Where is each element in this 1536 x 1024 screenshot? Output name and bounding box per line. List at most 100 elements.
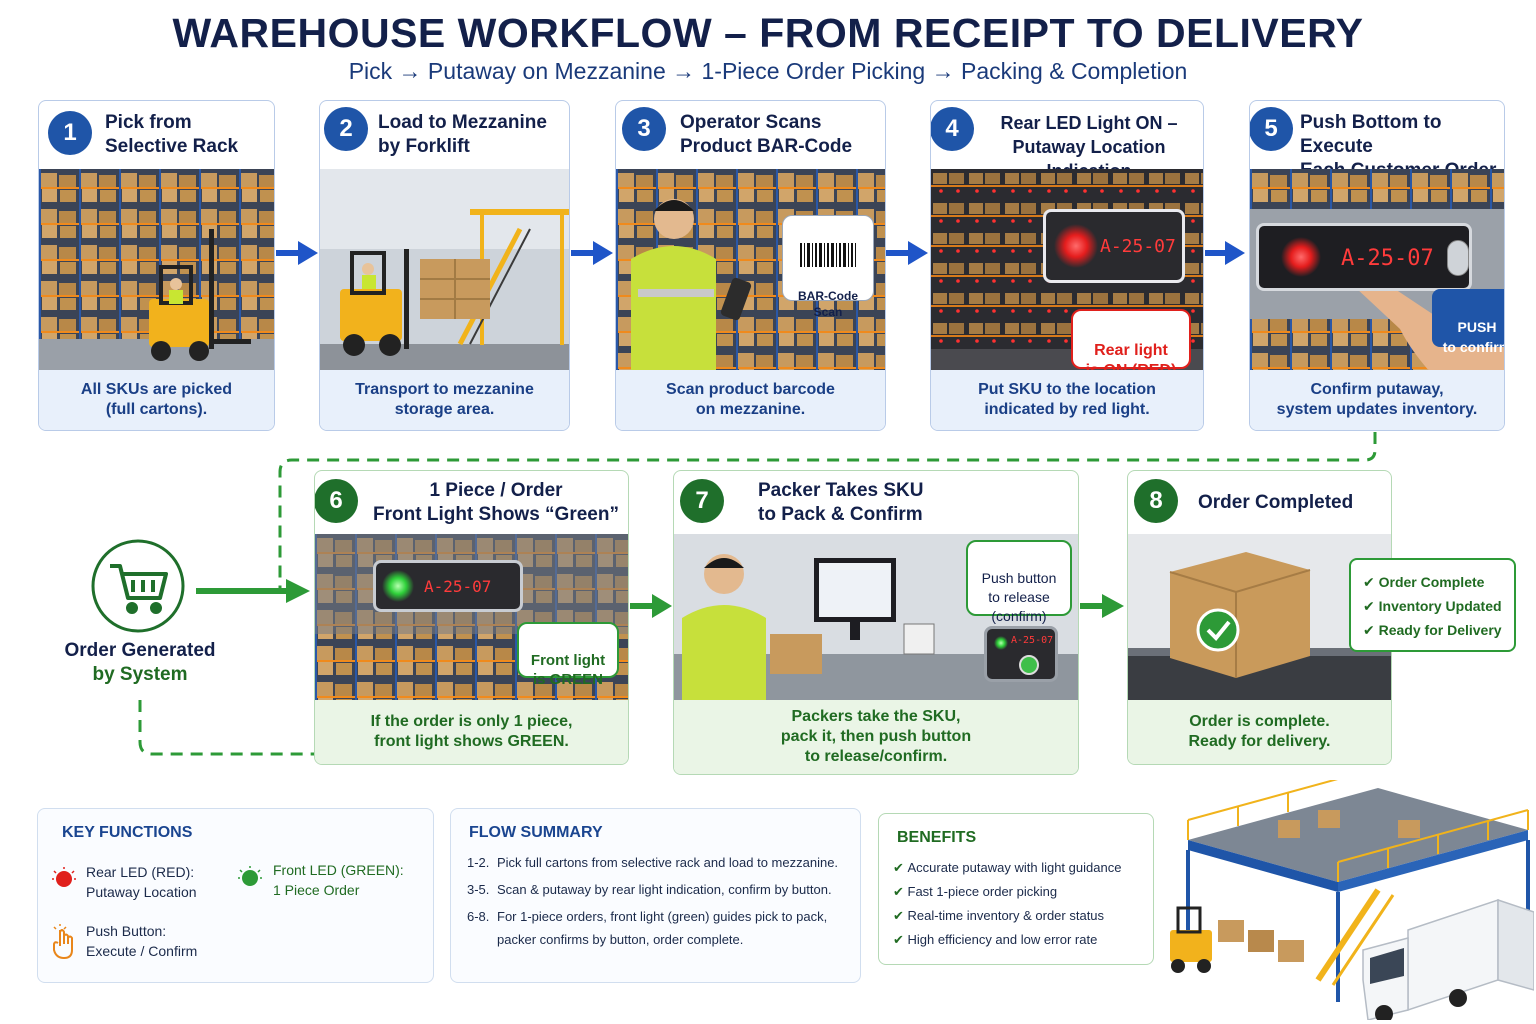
step-badge: 2 [324, 107, 368, 151]
step-6-photo: A-25-07 Front light is GREEN [315, 534, 628, 702]
step-7-photo: Push button to release (confirm) A-25-07 [674, 534, 1078, 702]
step-badge: 6 [315, 479, 358, 523]
checklist-item: ✔ Order Complete [1363, 574, 1485, 590]
step-title: Order Completed [1198, 492, 1354, 513]
step-badge: 4 [931, 107, 974, 151]
order-generated-line2: by System [92, 664, 188, 685]
check-icon: ✔ [893, 860, 908, 875]
operator-icon [631, 199, 752, 372]
front-led-display: A-25-07 [373, 560, 523, 612]
packer-icon [682, 554, 822, 702]
order-generated-node: Order Generated by System [50, 534, 230, 694]
page-subtitle: Pick → Putaway on Mezzanine → 1-Piece Or… [348, 58, 1188, 84]
push-button-icon[interactable] [1019, 655, 1039, 675]
check-icon: ✔ [1363, 622, 1379, 638]
completion-checklist: ✔ Order Complete ✔ Inventory Updated ✔ R… [1349, 558, 1516, 652]
step-1-photo [39, 169, 274, 372]
arrow-2-3 [571, 241, 613, 265]
check-icon: ✔ [893, 884, 908, 899]
arrow-4-5 [1205, 241, 1245, 265]
summary-row: 6-8.For 1-piece orders, front light (gre… [467, 909, 828, 924]
delivery-truck-icon [1362, 898, 1534, 1020]
step-8-photo [1128, 534, 1391, 702]
step-desc: Transport to mezzanine storage area. [355, 381, 534, 418]
forklift-icon [1170, 906, 1212, 973]
push-button-function: Push Button: Execute / Confirm [86, 923, 198, 959]
order-generated-line1: Order Generated [64, 640, 216, 661]
mezzanine-platform [1187, 780, 1529, 892]
rear-light-callout: Rear light is ON (RED) [1071, 309, 1191, 372]
step-card-5: 5 Push Bottom to Execute Each Customer O… [1249, 100, 1505, 431]
arrow-6-7 [630, 594, 672, 618]
summary-row: packer confirms by button, order complet… [497, 932, 744, 947]
rear-led-display: A-25-07 [1256, 223, 1472, 291]
led-location-code: A-25-07 [1341, 246, 1434, 271]
step-desc: If the order is only 1 piece, front ligh… [370, 713, 573, 750]
checklist-item: ✔ Ready for Delivery [1363, 622, 1502, 638]
step-desc: Put SKU to the location indicated by red… [978, 381, 1156, 418]
front-light-callout: Front light is GREEN [517, 622, 619, 688]
step-desc: Order is complete. Ready for delivery. [1188, 713, 1331, 750]
warehouse-illustration [1170, 780, 1534, 1020]
flow-summary-panel: FLOW SUMMARY 1-2.Pick full cartons from … [450, 808, 861, 983]
summary-row: 3-5.Scan & putaway by rear light indicat… [467, 882, 832, 897]
dashed-connector-order-6 [138, 700, 314, 756]
red-led-icon [1281, 237, 1321, 277]
step-4-photo: A-25-07 Rear light is ON (RED) [931, 169, 1203, 372]
step-desc: Scan product barcode on mezzanine. [666, 381, 835, 418]
check-icon: ✔ [893, 932, 908, 947]
arrow-3-4 [886, 241, 928, 265]
step-title: Operator Scans Product BAR-Code [680, 112, 853, 157]
step-title: 1 Piece / Order Front Light Shows “Green… [373, 480, 619, 525]
step-badge: 8 [1134, 479, 1178, 523]
key-functions-panel: KEY FUNCTIONS Rear LED (RED): Putaway Lo… [37, 808, 434, 983]
benefits-panel: BENEFITS ✔ Accurate putaway with light g… [878, 813, 1154, 965]
callout-text: BAR-Code Scan [798, 289, 858, 319]
panel-title: FLOW SUMMARY [469, 824, 603, 841]
step-card-7: 7 Packer Takes SKU to Pack & Confirm Pus… [673, 470, 1079, 775]
step-card-2: 2 Load to Mezzanine by Forklift [319, 100, 570, 431]
barcode-icon [800, 243, 856, 267]
push-confirm-callout[interactable]: PUSH to confirm [1432, 289, 1504, 355]
callout-text: Push button to release (confirm) [981, 570, 1057, 624]
forklift-icon [149, 229, 251, 361]
step-desc: Confirm putaway, system updates inventor… [1276, 381, 1478, 418]
benefit-item: ✔ Accurate putaway with light guidance [893, 860, 1122, 875]
shopping-cart-icon [110, 564, 168, 614]
step-badge: 7 [680, 479, 724, 523]
hand-pointer-icon [1355, 276, 1504, 372]
led-location-code: A-25-07 [1100, 236, 1176, 257]
panel-title: BENEFITS [897, 829, 977, 846]
step-desc: All SKUs are picked (full cartons). [80, 381, 233, 418]
red-led-icon [1054, 224, 1098, 268]
checklist-item: ✔ Inventory Updated [1363, 598, 1502, 614]
led-location-code: A-25-07 [1011, 635, 1054, 646]
carton-icon [1169, 552, 1311, 678]
callout-text: Rear light is ON (RED) [1085, 342, 1177, 372]
push-release-callout: Push button to release (confirm) [966, 540, 1072, 624]
step-title: Pick from Selective Rack [105, 112, 239, 157]
forklift-icon [340, 249, 490, 356]
summary-row: 1-2.Pick full cartons from selective rac… [467, 855, 839, 870]
green-led-icon [994, 636, 1008, 650]
panel-title: KEY FUNCTIONS [62, 824, 193, 841]
callout-text: Front light is GREEN [530, 652, 606, 688]
page-title: WAREHOUSE WORKFLOW – FROM RECEIPT TO DEL… [172, 10, 1364, 56]
push-button-icon [1447, 240, 1469, 276]
step-card-6: 6 1 Piece / Order Front Light Shows “Gre… [314, 470, 629, 765]
stairs-icon [1315, 888, 1395, 986]
monitor-icon [814, 558, 896, 640]
step-3-photo: BAR-Code Scan [616, 169, 885, 372]
step-card-1: 1 Pick from Selective Rack All SKUs are … [38, 100, 275, 431]
hand-pointer-icon [53, 924, 73, 960]
arrow-7-8 [1080, 594, 1124, 618]
check-circle-icon [1196, 608, 1240, 652]
led-location-code: A-25-07 [424, 577, 492, 596]
green-led-icon [238, 866, 262, 886]
benefit-item: ✔ High efficiency and low error rate [893, 932, 1098, 947]
green-led-icon [382, 570, 414, 602]
red-led-icon [52, 867, 76, 887]
step-badge: 3 [622, 107, 666, 151]
step-badge: 5 [1250, 107, 1293, 151]
arrow-1-2 [276, 241, 318, 265]
